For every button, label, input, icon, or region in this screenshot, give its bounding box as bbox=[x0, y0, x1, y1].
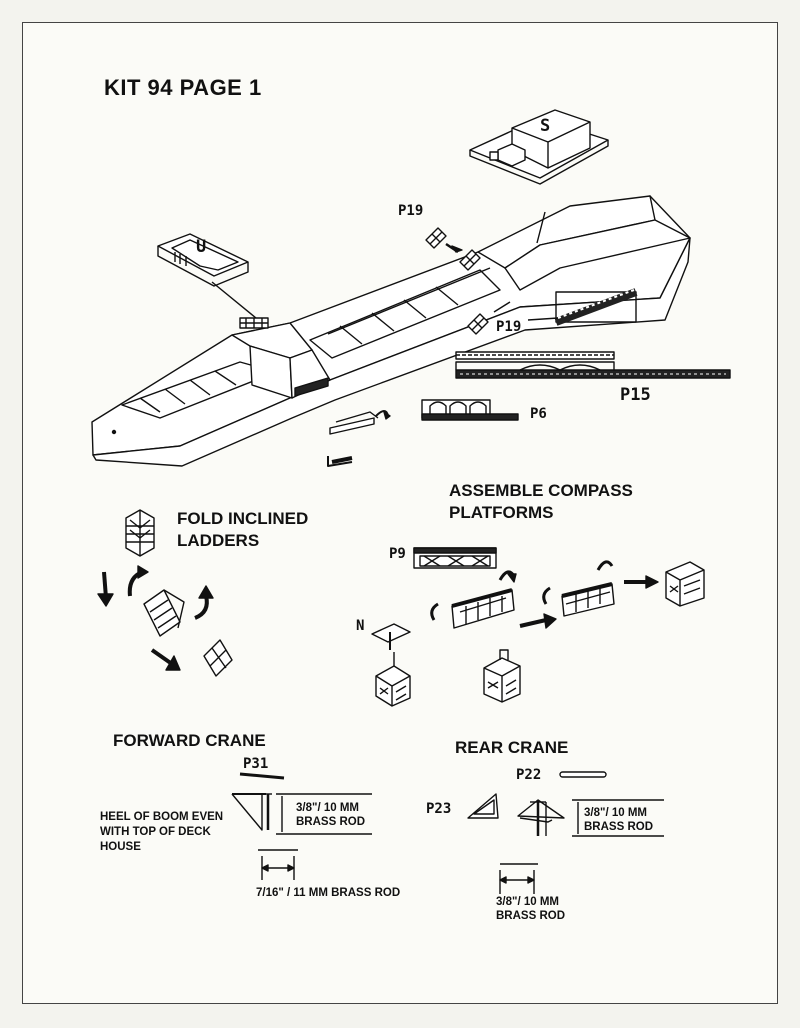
part-p6-drawing bbox=[421, 399, 519, 421]
part-p19-label-top: P19 bbox=[398, 203, 424, 219]
rear-dim2-line2: BRASS ROD bbox=[496, 910, 566, 922]
part-p22-label: P22 bbox=[516, 767, 542, 783]
part-u-label: U bbox=[196, 237, 207, 257]
part-n-label: N bbox=[356, 618, 365, 634]
boom-note-line2: WITH TOP OF DECK bbox=[100, 826, 211, 838]
part-p19-drawing bbox=[425, 227, 489, 335]
compass-platform-drawing bbox=[371, 547, 705, 707]
part-s-drawing bbox=[469, 109, 609, 185]
instruction-sheet bbox=[22, 22, 778, 1004]
side-railing-on-hull bbox=[554, 288, 638, 326]
forward-dim2: 7/16" / 11 MM BRASS ROD bbox=[256, 887, 401, 899]
boom-note-line1: HEEL OF BOOM EVEN bbox=[100, 811, 224, 823]
forward-crane-drawing bbox=[231, 772, 372, 880]
rear-crane-heading: REAR CRANE bbox=[455, 738, 569, 757]
page-title: KIT 94 PAGE 1 bbox=[104, 75, 262, 100]
ladders-heading-line2: LADDERS bbox=[177, 531, 260, 550]
part-p15-label: P15 bbox=[620, 385, 651, 405]
forward-crane-heading: FORWARD CRANE bbox=[113, 731, 266, 750]
part-p9-label: P9 bbox=[389, 546, 406, 562]
compass-heading-line1: ASSEMBLE COMPASS bbox=[449, 481, 633, 500]
part-p31-label: P31 bbox=[243, 756, 269, 772]
ladders-heading-line1: FOLD INCLINED bbox=[177, 509, 309, 528]
part-p23-label: P23 bbox=[426, 801, 452, 817]
ship-hull-drawing bbox=[91, 195, 691, 467]
forward-dim1-line2: BRASS ROD bbox=[296, 816, 366, 828]
forward-dim1-line1: 3/8"/ 10 MM bbox=[296, 802, 359, 814]
small-railing-parts bbox=[327, 410, 391, 467]
rear-crane-drawing bbox=[467, 771, 664, 894]
rear-dim1-line1: 3/8"/ 10 MM bbox=[584, 807, 647, 819]
rear-dim1-line2: BRASS ROD bbox=[584, 821, 654, 833]
part-u-drawing bbox=[157, 233, 249, 287]
part-p15-drawing bbox=[455, 351, 731, 379]
rear-dim2-line1: 3/8"/ 10 MM bbox=[496, 896, 559, 908]
compass-heading-line2: PLATFORMS bbox=[449, 503, 554, 522]
part-p19-label-side: P19 bbox=[496, 319, 522, 335]
ladders-drawing bbox=[97, 509, 233, 677]
part-p6-label: P6 bbox=[530, 406, 547, 422]
part-s-label: S bbox=[540, 116, 551, 136]
boom-note-line3: HOUSE bbox=[100, 841, 141, 853]
